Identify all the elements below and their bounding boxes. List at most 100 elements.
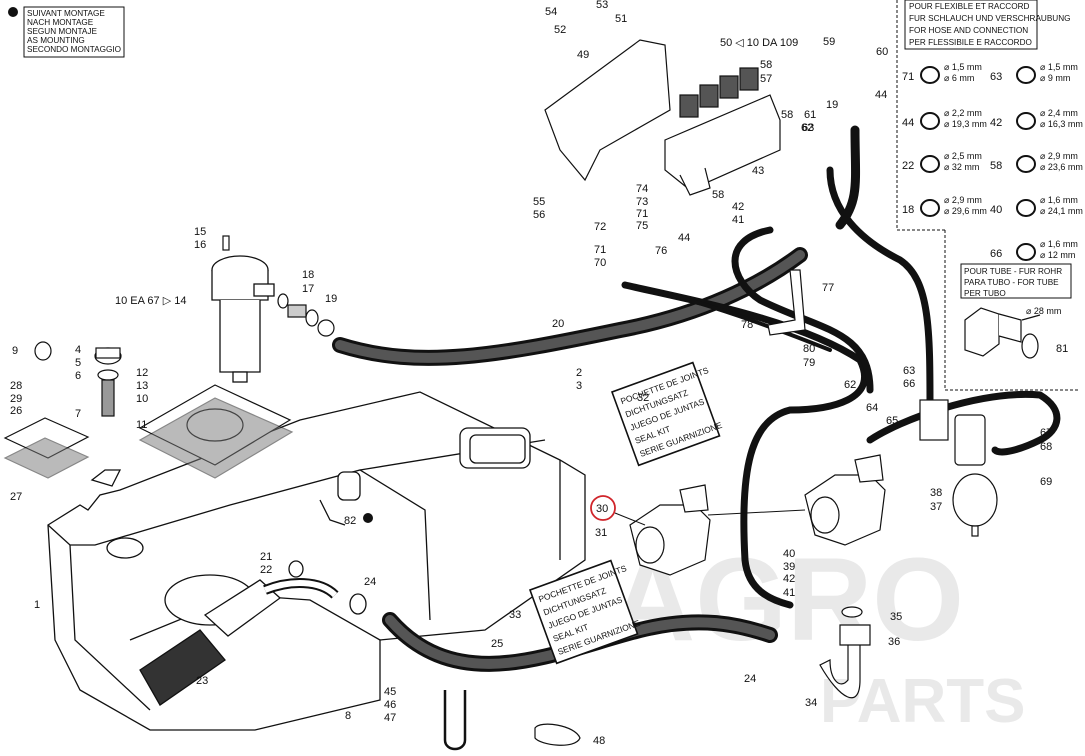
callout-62[interactable]: 62 [801, 122, 813, 134]
callout-66[interactable]: 66 [903, 378, 915, 390]
mounting-legend-de: NACH MONTAGE [27, 18, 94, 27]
valve-reference: 50 ◁ 10 DA 109 [720, 37, 798, 49]
callout-21[interactable]: 21 [260, 551, 272, 563]
mounting-legend-it: SECONDO MONTAGGIO [27, 45, 121, 54]
hose-legend-inner-dia: ⌀ 9 mm [1040, 73, 1070, 83]
callout-58[interactable]: 58 [760, 59, 772, 71]
callout-45[interactable]: 45 [384, 686, 396, 698]
callout-12[interactable]: 12 [136, 367, 148, 379]
callout-30[interactable]: 30 [596, 503, 608, 515]
callout-10[interactable]: 10 [136, 393, 148, 405]
callout-75[interactable]: 75 [636, 220, 648, 232]
callout-1[interactable]: 1 [34, 599, 40, 611]
callout-40[interactable]: 40 [783, 548, 795, 560]
callout-4[interactable]: 4 [75, 344, 81, 356]
callout-65[interactable]: 65 [886, 415, 898, 427]
callout-34[interactable]: 34 [805, 697, 817, 709]
callout-16[interactable]: 16 [194, 239, 206, 251]
callout-29[interactable]: 29 [10, 393, 22, 405]
callout-35[interactable]: 35 [890, 611, 902, 623]
callout-44[interactable]: 44 [875, 89, 887, 101]
callout-42[interactable]: 42 [732, 201, 744, 213]
tank-gaskets [3, 417, 90, 479]
callout-61[interactable]: 61 [804, 109, 816, 121]
callout-38[interactable]: 38 [930, 487, 942, 499]
callout-8[interactable]: 8 [345, 710, 351, 722]
callout-37[interactable]: 37 [930, 501, 942, 513]
callout-27[interactable]: 27 [10, 491, 22, 503]
callout-22[interactable]: 22 [260, 564, 272, 576]
callout-9[interactable]: 9 [12, 345, 18, 357]
callout-55[interactable]: 55 [533, 196, 545, 208]
callout-15[interactable]: 15 [194, 226, 206, 238]
callout-78[interactable]: 78 [741, 319, 753, 331]
callout-31[interactable]: 31 [595, 527, 607, 539]
callout-58[interactable]: 58 [781, 109, 793, 121]
callout-71[interactable]: 71 [636, 208, 648, 220]
callout-69[interactable]: 69 [1040, 476, 1052, 488]
callout-20[interactable]: 20 [552, 318, 564, 330]
callout-48[interactable]: 48 [593, 735, 605, 747]
callout-33[interactable]: 33 [509, 609, 521, 621]
callout-63[interactable]: 63 [903, 365, 915, 377]
callout-70[interactable]: 70 [594, 257, 606, 269]
callout-19[interactable]: 19 [325, 293, 337, 305]
callout-73[interactable]: 73 [636, 196, 648, 208]
callout-24[interactable]: 24 [364, 576, 376, 588]
mounting-legend-es: SEGUN MONTAJE [27, 27, 97, 36]
highlighted-part-30[interactable]: 30 [590, 495, 646, 526]
callout-71[interactable]: 71 [594, 244, 606, 256]
callout-63[interactable]: 63 [802, 122, 814, 134]
callout-52[interactable]: 52 [554, 24, 566, 36]
tube-legend-ref: 81 [1056, 343, 1068, 355]
hose-legend-ref: 71 [902, 71, 914, 83]
callout-41[interactable]: 41 [732, 214, 744, 226]
callout-56[interactable]: 56 [533, 209, 545, 221]
callout-41[interactable]: 41 [783, 587, 795, 599]
callout-67[interactable]: 67 [1040, 427, 1052, 439]
callout-24[interactable]: 24 [744, 673, 756, 685]
callout-2[interactable]: 2 [576, 367, 582, 379]
callout-64[interactable]: 64 [866, 402, 878, 414]
callout-60[interactable]: 60 [876, 46, 888, 58]
callout-32[interactable]: 32 [637, 392, 649, 404]
callout-51[interactable]: 51 [615, 13, 627, 25]
callout-25[interactable]: 25 [491, 638, 503, 650]
callout-26[interactable]: 26 [10, 405, 22, 417]
callout-18[interactable]: 18 [302, 269, 314, 281]
callout-17[interactable]: 17 [302, 283, 314, 295]
callout-54[interactable]: 54 [545, 6, 557, 18]
callout-46[interactable]: 46 [384, 699, 396, 711]
callout-6[interactable]: 6 [75, 370, 81, 382]
callout-43[interactable]: 43 [752, 165, 764, 177]
callout-23[interactable]: 23 [196, 675, 208, 687]
callout-77[interactable]: 77 [822, 282, 834, 294]
callout-7[interactable]: 7 [75, 408, 81, 420]
callout-76[interactable]: 76 [655, 245, 667, 257]
callout-53[interactable]: 53 [596, 0, 608, 11]
callout-13[interactable]: 13 [136, 380, 148, 392]
callout-36[interactable]: 36 [888, 636, 900, 648]
callout-28[interactable]: 28 [10, 380, 22, 392]
callout-74[interactable]: 74 [636, 183, 648, 195]
callout-47[interactable]: 47 [384, 712, 396, 724]
callout-59[interactable]: 59 [823, 36, 835, 48]
callout-5[interactable]: 5 [75, 357, 81, 369]
callout-79[interactable]: 79 [803, 357, 815, 369]
callout-62[interactable]: 62 [844, 379, 856, 391]
callout-68[interactable]: 68 [1040, 441, 1052, 453]
callout-57[interactable]: 57 [760, 73, 772, 85]
callout-80[interactable]: 80 [803, 343, 815, 355]
callout-3[interactable]: 3 [576, 380, 582, 392]
callout-39[interactable]: 39 [783, 561, 795, 573]
callout-58[interactable]: 58 [712, 189, 724, 201]
callout-72[interactable]: 72 [594, 221, 606, 233]
callout-42[interactable]: 42 [783, 573, 795, 585]
callout-82[interactable]: 82 [344, 515, 356, 527]
hose-legend-inner-dia: ⌀ 23,6 mm [1040, 162, 1083, 172]
callout-19[interactable]: 19 [826, 99, 838, 111]
callout-49[interactable]: 49 [577, 49, 589, 61]
callout-11[interactable]: 11 [136, 419, 147, 431]
hose-legend-inner-dia: ⌀ 16,3 mm [1040, 119, 1083, 129]
callout-44[interactable]: 44 [678, 232, 690, 244]
